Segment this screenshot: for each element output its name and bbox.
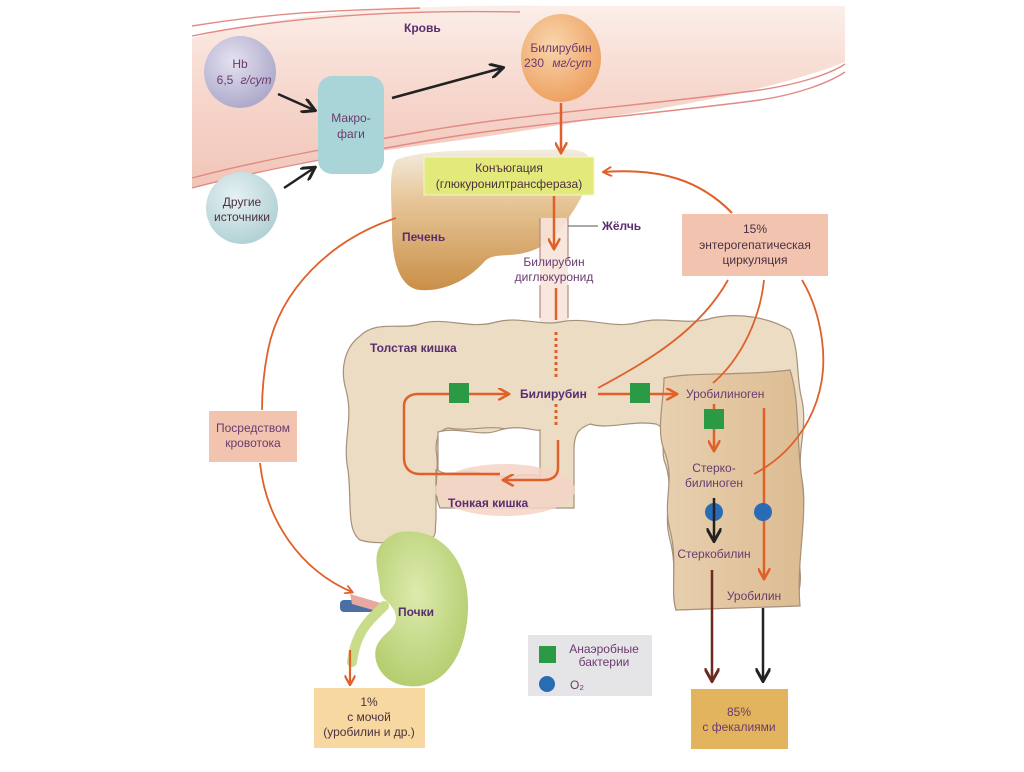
diglucuronide-line1: Билирубин (523, 255, 584, 269)
small-intestine-label: Тонкая кишка (448, 496, 529, 510)
bile-label: Жёлчь (601, 219, 641, 233)
urine-box (314, 688, 425, 748)
stercobilinogen-line2: билиноген (685, 476, 743, 490)
bilirubin-blood-amount: 230 (524, 56, 544, 70)
bacteria-marker-1 (449, 383, 469, 403)
large-intestine-label: Толстая кишка (370, 341, 457, 355)
macrophages-line1: Макро- (331, 111, 370, 125)
arrow-bloodstream-to-kidneys (259, 462, 352, 592)
legend-bacteria-line1: Анаэробные (569, 642, 639, 656)
arrow-duct-to-small-intestine (504, 440, 560, 480)
via-bloodstream-line1: Посредством (216, 421, 290, 435)
hb-unit: г/сут (240, 73, 271, 87)
conjugation-line1: Конъюгация (475, 161, 543, 175)
hb-amount: 6,5 (217, 73, 234, 87)
stercobilin-label: Стеркобилин (677, 547, 750, 561)
small-intestine-shape (435, 464, 575, 516)
enterohepatic-box (682, 214, 828, 276)
bilirubin-blood-circle (521, 14, 601, 102)
arrow-other-to-macrophages (283, 168, 314, 190)
enterohepatic-line1: 15% (743, 222, 767, 236)
blue-circle-icon (539, 676, 555, 692)
arrow-loop-to-bilirubin (402, 394, 508, 476)
arrow-hb-to-macrophages (277, 92, 314, 110)
hemoglobin-circle (204, 36, 276, 108)
conjugation-line2: (глюкуронилтрансфераза) (436, 177, 582, 191)
bacteria-marker-3 (704, 409, 724, 429)
conjugation-box (423, 156, 595, 196)
stercobilinogen-line1: Стерко- (692, 461, 735, 475)
macrophages-line2: фаги (337, 127, 365, 141)
other-sources-line1: Другие (223, 195, 262, 209)
via-bloodstream-box (209, 411, 297, 462)
urobilinogen-label: Уробилиноген (686, 387, 764, 401)
legend: Анаэробные бактерии O₂ (528, 635, 652, 696)
feces-line2: с фекалиями (702, 720, 775, 734)
arrow-enterohepatic-to-conjugation (604, 171, 733, 214)
kidneys-label: Почки (398, 605, 434, 619)
liver-label: Печень (402, 230, 445, 244)
legend-oxygen-label: O₂ (570, 678, 584, 692)
feces-box (691, 689, 788, 749)
curve-stercobilinogen-to-enterohepatic (753, 279, 825, 475)
bilirubin-blood-unit: мг/сут (552, 56, 591, 70)
kidney-shape (340, 531, 469, 687)
hb-label: Hb (232, 57, 248, 71)
blood-label: Кровь (404, 21, 441, 35)
other-sources-circle (206, 172, 278, 244)
legend-bacteria-line2: бактерии (579, 655, 630, 669)
macrophages-box (318, 76, 384, 174)
oxygen-marker-2 (754, 503, 772, 521)
urine-line1: 1% (360, 695, 378, 709)
green-square-icon (539, 646, 556, 663)
curve-urobilinogen-to-enterohepatic (712, 279, 765, 384)
feces-line1: 85% (727, 705, 751, 719)
enterohepatic-line3: циркуляция (723, 253, 788, 267)
bilirubin-blood-line1: Билирубин (530, 41, 591, 55)
urine-line3: (уробилин и др.) (323, 725, 415, 739)
curve-bilirubin-to-enterohepatic (597, 279, 729, 389)
diglucuronide-line2: диглюкуронид (515, 270, 594, 284)
bacteria-marker-2 (630, 383, 650, 403)
descending-colon-shape (659, 369, 805, 611)
curve-liver-to-bloodstream (261, 217, 397, 411)
arrow-macrophages-to-bilirubin (391, 68, 502, 100)
enterohepatic-line2: энтерогепатическая (699, 238, 811, 252)
bilirubin-intestine-label: Билирубин (520, 387, 587, 401)
via-bloodstream-line2: кровотока (225, 436, 281, 450)
urine-line2: с мочой (347, 710, 391, 724)
other-sources-line2: источники (214, 210, 270, 224)
urobilin-label: Уробилин (727, 589, 781, 603)
